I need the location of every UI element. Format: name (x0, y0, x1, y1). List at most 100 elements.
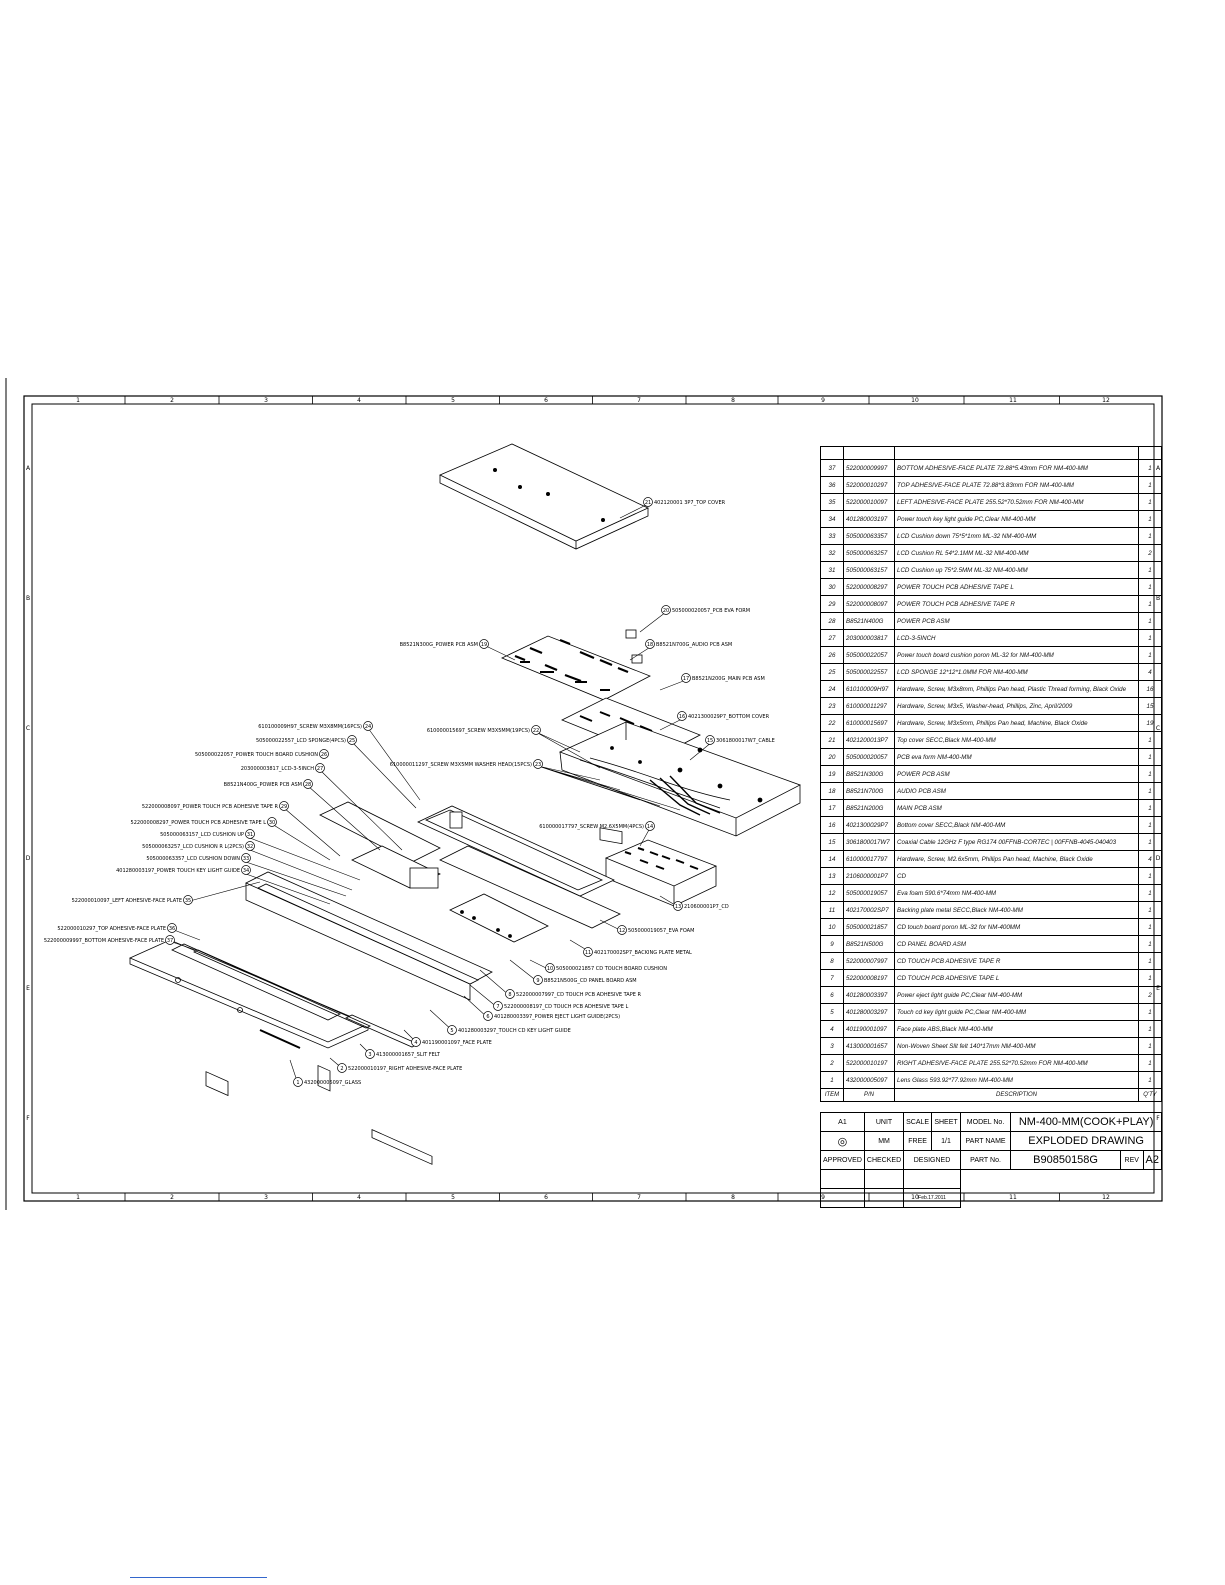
scale-label: SCALE (903, 1112, 933, 1132)
bom-qty: 1 (1138, 1037, 1162, 1055)
callout-number: 27 (317, 766, 323, 772)
bom-item: 17 (820, 799, 844, 817)
bom-qty: 1 (1138, 510, 1162, 528)
lcd-assembly (319, 801, 441, 889)
zone-number: 3 (264, 1194, 268, 1201)
callout-label: 522000010297_TOP ADHESIVE-FACE PLATE (57, 926, 166, 932)
callout-label: B8521N200G_MAIN PCB ASM (692, 676, 765, 682)
bom-desc: Hardware, Screw, M3x8mm, Phillips Pan he… (894, 680, 1139, 698)
bom-pn: 610000015697 (843, 714, 895, 732)
bom-item: 37 (820, 459, 844, 477)
zone-number: 9 (821, 397, 825, 404)
callout-label: B8521N300G_POWER PCB ASM (400, 642, 478, 648)
callout-bubble (279, 801, 289, 811)
callout-label: 505000022557_LCD SPONGE(4PCS) (256, 738, 346, 744)
bom-header-desc: DESCRIPTION (894, 1088, 1139, 1102)
bom-qty: 1 (1138, 901, 1162, 919)
bom-desc: CD TOUCH PCB ADHESIVE TAPE R (894, 952, 1139, 970)
zone-number: 1 (76, 397, 80, 404)
bom-pn: 505000022557 (843, 663, 895, 681)
bom-desc: LEFT ADHESIVE-FACE PLATE 255.52*70.52mm … (894, 493, 1139, 511)
outer-border (23, 395, 1163, 1202)
callout-number: 9 (536, 978, 539, 984)
callout-bubble (315, 763, 325, 773)
bom-item: 33 (820, 527, 844, 545)
zone-number: 4 (357, 1194, 361, 1201)
callout-number: 2 (340, 1066, 343, 1072)
callout-bubble (479, 639, 489, 649)
bom-desc: Backing plate metal SECC,Black NM-400-MM (894, 901, 1139, 919)
zone-number: 7 (637, 397, 641, 404)
bom-qty: 4 (1138, 663, 1162, 681)
checked-date (863, 1188, 905, 1208)
bom-item: 9 (820, 935, 844, 953)
callout-bubble (531, 725, 541, 735)
callout-number: 31 (247, 832, 253, 838)
title-block: A1 UNIT SCALE SHEET MODEL No. NM-400-MM(… (820, 1112, 1163, 1208)
callout-bubble (267, 817, 277, 827)
callout-number: 32 (247, 844, 253, 850)
callout-label: 610000017797_SCREW M2.6X5MM(4PCS) (539, 824, 644, 830)
callout-label: 401280003197_POWER TOUCH KEY LIGHT GUIDE (116, 868, 240, 874)
callout-label: 505000021857 CD TOUCH BOARD CUSHION (556, 966, 667, 972)
zone-number: 8 (731, 397, 735, 404)
bom-pn: 505000022057 (843, 646, 895, 664)
callout-number: 10 (547, 966, 553, 972)
bom-pn: 522000008297 (843, 578, 895, 596)
callout-number: 15 (707, 738, 713, 744)
eva-foam-part (439, 845, 621, 929)
bom-desc: CD touch board poron ML-32 for NM-400MM (894, 918, 1139, 936)
projection-symbol: ◎ (820, 1131, 865, 1151)
callout-number: 33 (243, 856, 249, 862)
bom-pn: 505000019057 (843, 884, 895, 902)
callout-label: 401280003397_POWER EJECT LIGHT GUIDE(2PC… (494, 1014, 620, 1020)
callout-number: 34 (243, 868, 249, 874)
callout-label: 401190001097_FACE PLATE (422, 1040, 492, 1046)
callout-label: 432000005097_GLASS (304, 1080, 361, 1086)
model-label: MODEL No. (959, 1112, 1012, 1132)
bom-pn: 401280003197 (843, 510, 895, 528)
bom-item: 1 (820, 1071, 844, 1089)
bom-item: 14 (820, 850, 844, 868)
callout-bubble (365, 1049, 375, 1059)
bom-desc: POWER TOUCH PCB ADHESIVE TAPE R (894, 595, 1139, 613)
bom-item: 24 (820, 680, 844, 698)
callout-bubble (319, 749, 329, 759)
bom-item: 32 (820, 544, 844, 562)
bom-qty: 1 (1138, 935, 1162, 953)
callout-number: 13 (675, 904, 681, 910)
zone-number: 3 (264, 397, 268, 404)
bom-desc: Top cover SECC,Black NM-400-MM (894, 731, 1139, 749)
callout-number: 11 (585, 950, 591, 956)
callout-number: 21 (645, 500, 651, 506)
backing-plate-part (417, 805, 615, 897)
bom-qty: 1 (1138, 612, 1162, 630)
callout-number: 8 (508, 992, 511, 998)
cable-bundle (649, 775, 721, 816)
callout-label: B8521N400G_POWER PCB ASM (224, 782, 302, 788)
callout-bubble (533, 975, 543, 985)
bom-pn: 522000010297 (843, 476, 895, 494)
callout-label: 522000008197_CD TOUCH PCB ADHESIVE TAPE … (504, 1004, 628, 1010)
bom-pn: 402170002SP7 (843, 901, 895, 919)
bom-item: 6 (820, 986, 844, 1004)
